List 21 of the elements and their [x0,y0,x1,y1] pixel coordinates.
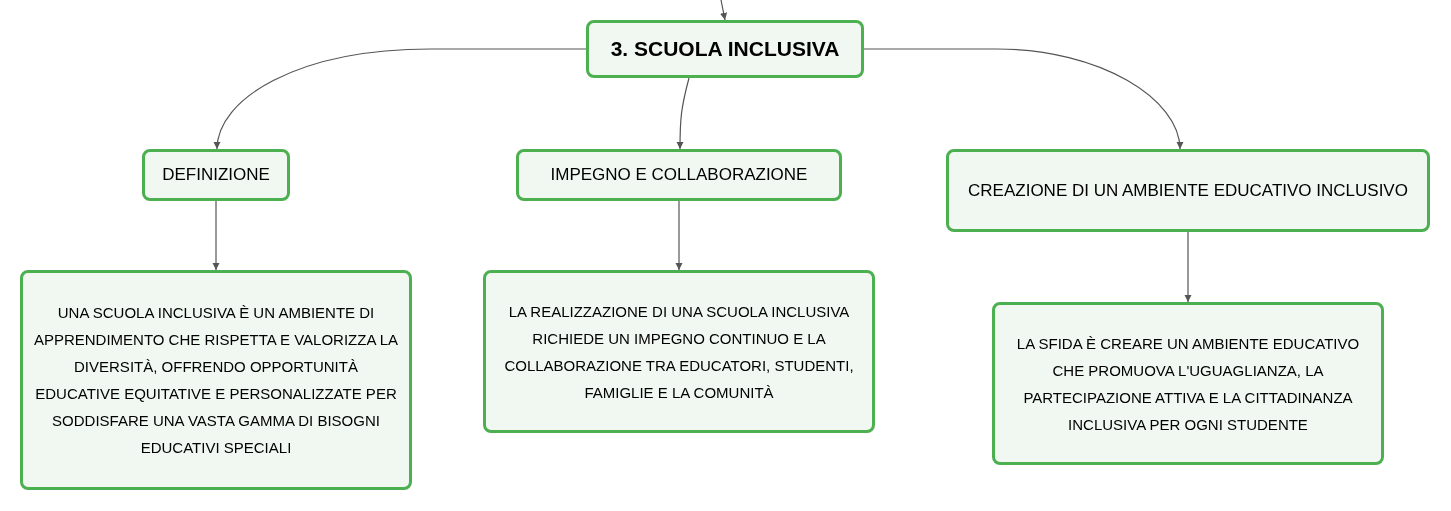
subtopic-title: DEFINIZIONE [162,164,270,186]
subtopic-box [142,149,290,201]
description-text: LA SFIDA È CREARE UN AMBIENTE EDUCATIVO CHE PROMUOVA L'UGUAGLIANZA, LA PARTECIPAZIONE ATTIVA E LA CITTADINANZA INCLUSIVA PER OGNI STUDENTE [1015,333,1361,435]
subtopic-box [946,149,1430,232]
description-box [483,270,875,433]
connector-arrow [214,48,587,150]
subtopic-title: CREAZIONE DI UN AMBIENTE EDUCATIVO INCLUSIVO [968,179,1408,202]
connector-arrow [863,48,1183,150]
topic-box [586,20,864,78]
description-box [992,302,1384,465]
subtopic-title: IMPEGNO E COLLABORAZIONE [550,164,808,186]
description-text: UNA SCUOLA INCLUSIVA È UN AMBIENTE DI APPRENDIMENTO CHE RISPETTA E VALORIZZA LA DIVERSITÀ, OFFRENDO OPPORTUNITÀ EDUCATIVE EQUITATIVE E PERSONALIZZATE PER SODDISFARE UNA VASTA GAMMA DI BISOGNI EDUCATIVI SPECIALI [32,303,400,458]
topic-title: 3. SCUOLA INCLUSIVA [610,36,840,63]
connector-arrow [676,77,690,150]
connector-arrow [675,200,683,271]
connector-arrow [212,200,220,271]
connector-arrow [1184,231,1192,303]
description-text: LA REALIZZAZIONE DI UNA SCUOLA INCLUSIVA RICHIEDE UN IMPEGNO CONTINUO E LA COLLABORAZIONE TRA EDUCATORI, STUDENTI, FAMIGLIE E LA COMUNITÀ [503,301,855,403]
subtopic-box [516,149,842,201]
connector-arrow [720,0,728,21]
description-box [20,270,412,490]
